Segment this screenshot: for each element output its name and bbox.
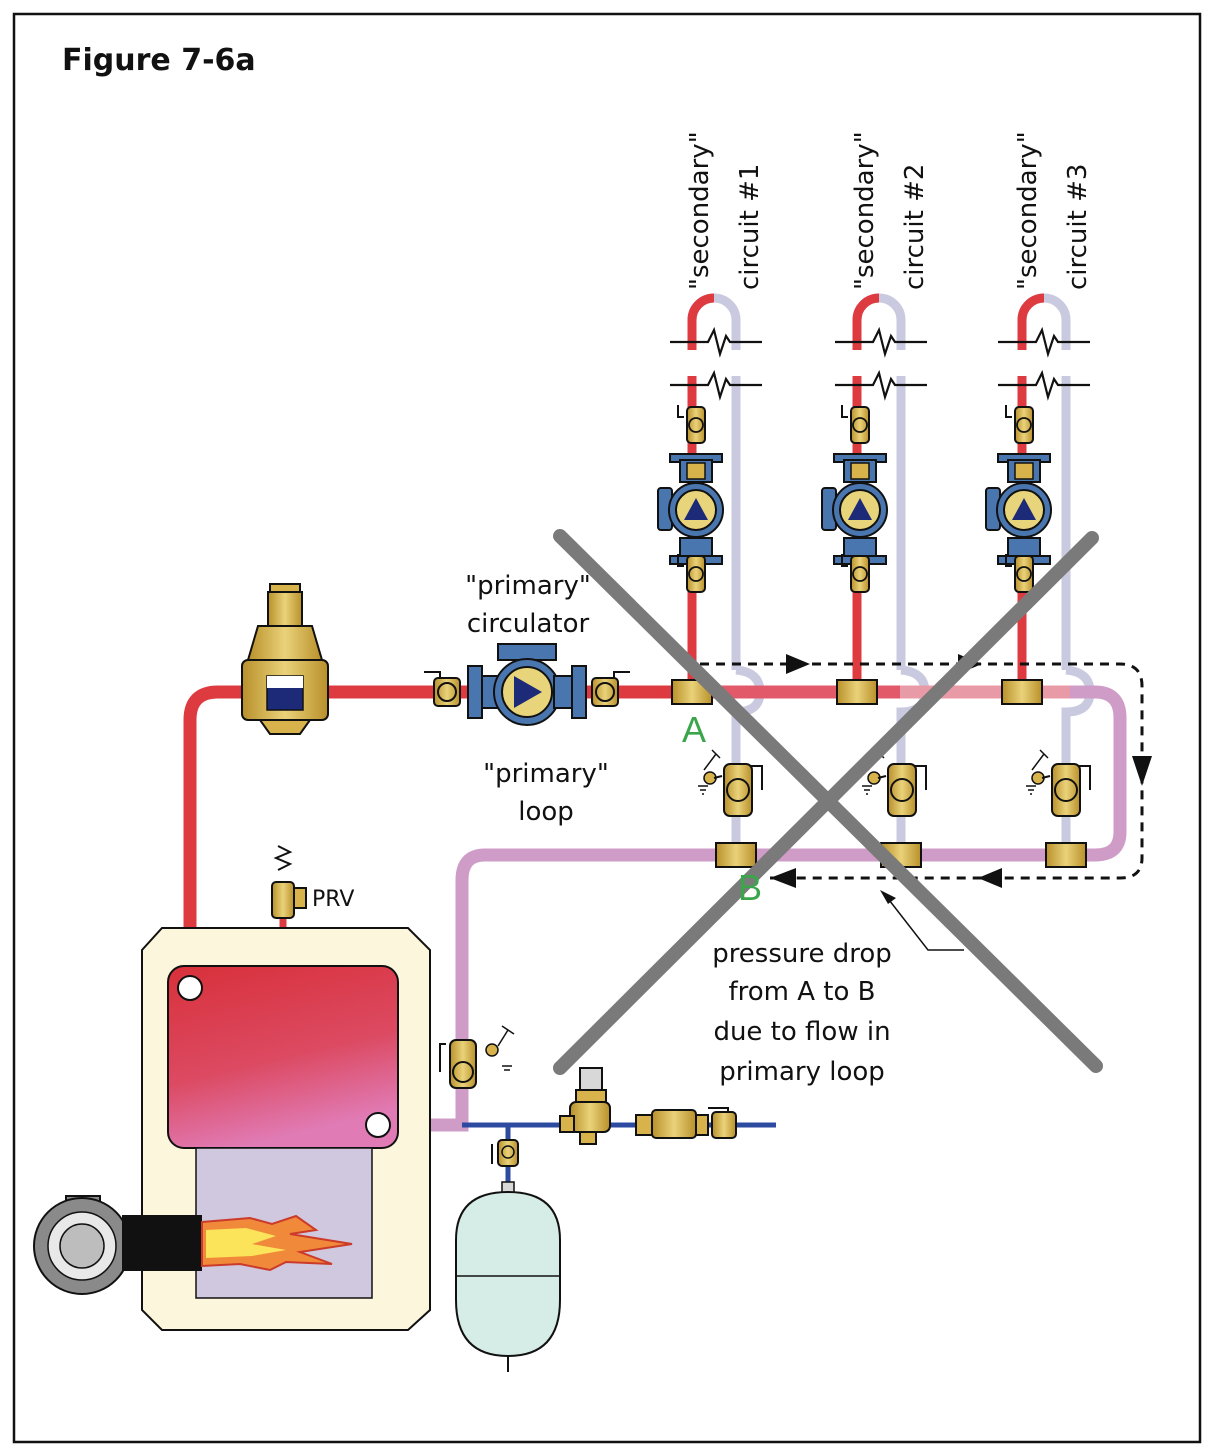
figure-title: Figure 7-6a xyxy=(62,43,256,78)
secondary-label-3: "secondary" circuit #3 xyxy=(1013,131,1093,290)
pressure-relief-valve xyxy=(271,845,307,919)
secondary-label-2: "secondary" circuit #2 xyxy=(850,131,930,290)
pressure-drop-note: pressure drop from A to B due to flow in… xyxy=(712,890,964,1087)
air-separator xyxy=(241,583,329,735)
svg-text:"secondary": "secondary" xyxy=(1013,131,1043,290)
point-a-label: A xyxy=(682,709,706,750)
fill-valve xyxy=(559,1067,611,1145)
svg-text:"primary": "primary" xyxy=(465,571,591,601)
tee-supply-3 xyxy=(1001,679,1043,705)
primary-loop-label: "primary" loop xyxy=(483,759,609,827)
tee-return-1 xyxy=(715,842,757,868)
expansion-tank xyxy=(455,1181,561,1372)
tee-supply-2 xyxy=(836,679,878,705)
backflow-preventer xyxy=(635,1107,737,1139)
svg-text:"secondary": "secondary" xyxy=(850,131,880,290)
secondary-circuit-1 xyxy=(657,293,766,850)
burner xyxy=(33,1195,202,1295)
svg-text:circuit #2: circuit #2 xyxy=(900,164,930,290)
flow-arrow xyxy=(1132,756,1152,786)
tank-valve xyxy=(491,1139,519,1167)
svg-text:circuit #1: circuit #1 xyxy=(735,164,765,290)
svg-text:primary loop: primary loop xyxy=(719,1057,885,1087)
svg-text:loop: loop xyxy=(518,797,574,827)
flow-arrow xyxy=(978,868,1002,888)
svg-text:"secondary": "secondary" xyxy=(685,131,715,290)
flow-arrow xyxy=(770,868,796,888)
flow-arrow xyxy=(786,654,810,674)
svg-text:due to flow in: due to flow in xyxy=(713,1017,890,1047)
svg-text:circulator: circulator xyxy=(467,609,590,639)
primary-circulator-label: "primary" circulator xyxy=(465,571,591,639)
svg-text:from A to B: from A to B xyxy=(728,977,875,1007)
burner-flame-core xyxy=(206,1228,286,1258)
crossed-out-x xyxy=(553,529,1103,1075)
boiler-drain-valve xyxy=(439,1025,515,1089)
svg-text:"primary": "primary" xyxy=(483,759,609,789)
svg-text:pressure drop: pressure drop xyxy=(712,939,892,969)
svg-text:circuit #3: circuit #3 xyxy=(1063,164,1093,290)
prv-label: PRV xyxy=(312,887,354,912)
primary-circulator xyxy=(424,643,630,726)
secondary-label-1: "secondary" circuit #1 xyxy=(685,131,765,290)
point-b-label: B xyxy=(738,867,762,908)
tee-return-3 xyxy=(1045,842,1087,868)
